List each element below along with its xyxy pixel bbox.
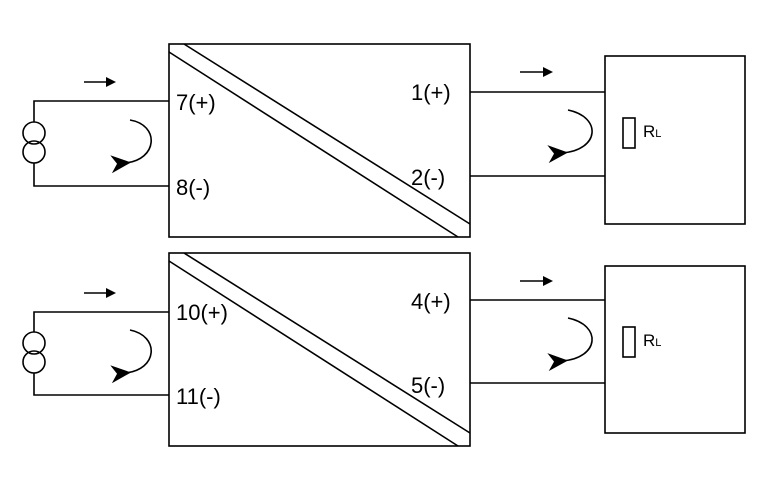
resistor-icon: [622, 326, 636, 358]
terminal-input-neg-2: 11(-): [176, 384, 221, 409]
terminal-output-neg-1: 2(-): [411, 165, 445, 190]
curved-arrow-icon: [547, 109, 593, 164]
curved-arrow-icon: [110, 329, 152, 384]
input-wire-neg-2: [33, 373, 169, 396]
current-source-icon: [22, 121, 46, 164]
input-wire-pos-2: [33, 311, 169, 332]
channel-1: 7(+) 8(-) 1(+) 2(-) RL: [22, 43, 746, 238]
input-source-1: [22, 77, 169, 187]
curved-arrow-icon: [110, 119, 152, 174]
load-label-2: RL: [643, 331, 661, 350]
terminal-output-neg-2: 5(-): [411, 373, 445, 398]
module-1-box: [168, 43, 471, 238]
terminal-input-pos-2: 10(+): [176, 300, 228, 325]
terminal-output-pos-1: 1(+): [411, 80, 451, 105]
channel-2: 10(+) 11(-) 4(+) 5(-) RL: [22, 252, 746, 447]
module-1-diagonal-b: [183, 43, 471, 225]
input-source-2: [22, 288, 169, 396]
terminal-input-neg-1: 8(-): [176, 175, 210, 200]
resistor-icon: [622, 117, 636, 149]
terminal-input-pos-1: 7(+): [176, 90, 216, 115]
curved-arrow-icon: [547, 317, 593, 372]
module-2-diagonal-b: [183, 252, 471, 434]
load-label-1: RL: [643, 122, 661, 141]
module-2-box: [168, 252, 471, 447]
input-wire-neg-1: [33, 163, 169, 187]
module-2-diagonal-a: [168, 260, 459, 447]
terminal-output-pos-2: 4(+): [411, 289, 451, 314]
input-wire-pos-1: [33, 100, 169, 122]
current-source-icon: [22, 331, 46, 374]
module-1-diagonal-a: [168, 51, 459, 238]
